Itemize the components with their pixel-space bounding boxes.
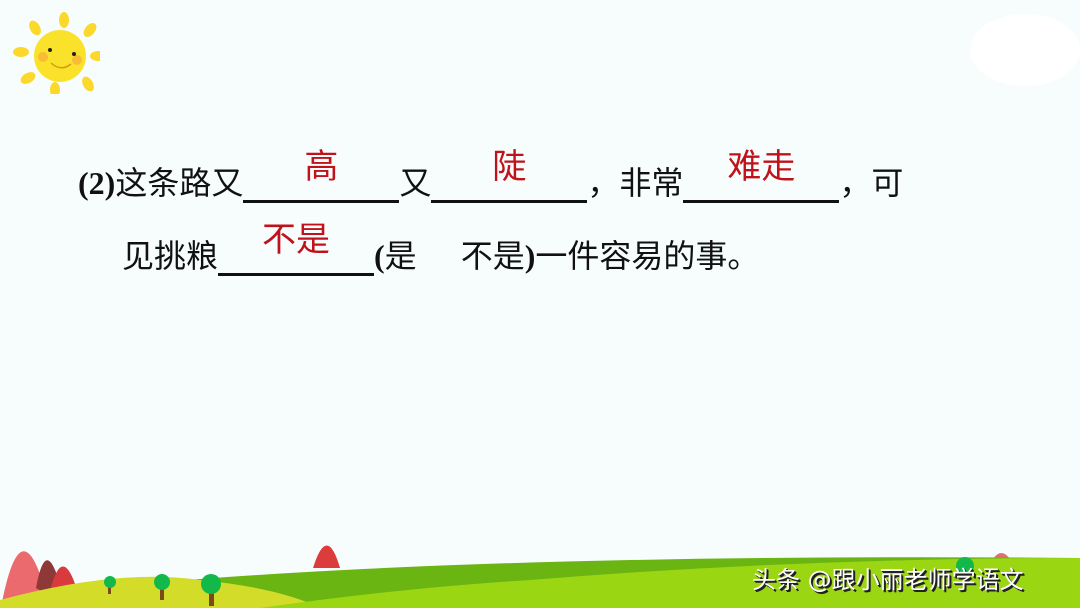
text-segment: 这条路又 [115, 164, 244, 202]
answer-blank-3[interactable]: 难走 [683, 147, 840, 203]
question-number: (2) [78, 165, 116, 201]
choice-paren-open: ( [374, 238, 385, 274]
choice-paren-close: ) [524, 238, 536, 274]
text-segment: 一件容易的事。 [535, 237, 760, 275]
answer-text: 不是 [262, 220, 331, 260]
watermark: 头条 @跟小丽老师学语文 [752, 566, 1024, 594]
cloud-icon [970, 14, 1080, 86]
question-line-1: (2)这条路又 高 又 陡 ，非常 难走 ，可 [78, 147, 904, 203]
text-segment: 又 [399, 164, 432, 202]
text-segment: 见挑粮 [122, 237, 219, 275]
answer-blank-4[interactable]: 不是 [218, 220, 375, 276]
choice-option-b: 不是 [460, 237, 525, 275]
question-line-2: 见挑粮 不是 (是 不是)一件容易的事。 [122, 220, 760, 276]
answer-blank-1[interactable]: 高 [243, 147, 400, 203]
choice-option-a: 是 [384, 237, 417, 275]
answer-text: 陡 [492, 147, 527, 187]
text-segment: ，可 [839, 164, 904, 202]
landscape-decoration [0, 545, 1080, 608]
answer-blank-2[interactable]: 陡 [431, 147, 588, 203]
mountain-icon [313, 545, 340, 568]
sun-icon [13, 12, 100, 94]
mountain-icon [2, 551, 45, 602]
text-segment: ，非常 [587, 164, 684, 202]
answer-text: 高 [304, 147, 339, 187]
answer-text: 难走 [727, 147, 796, 187]
